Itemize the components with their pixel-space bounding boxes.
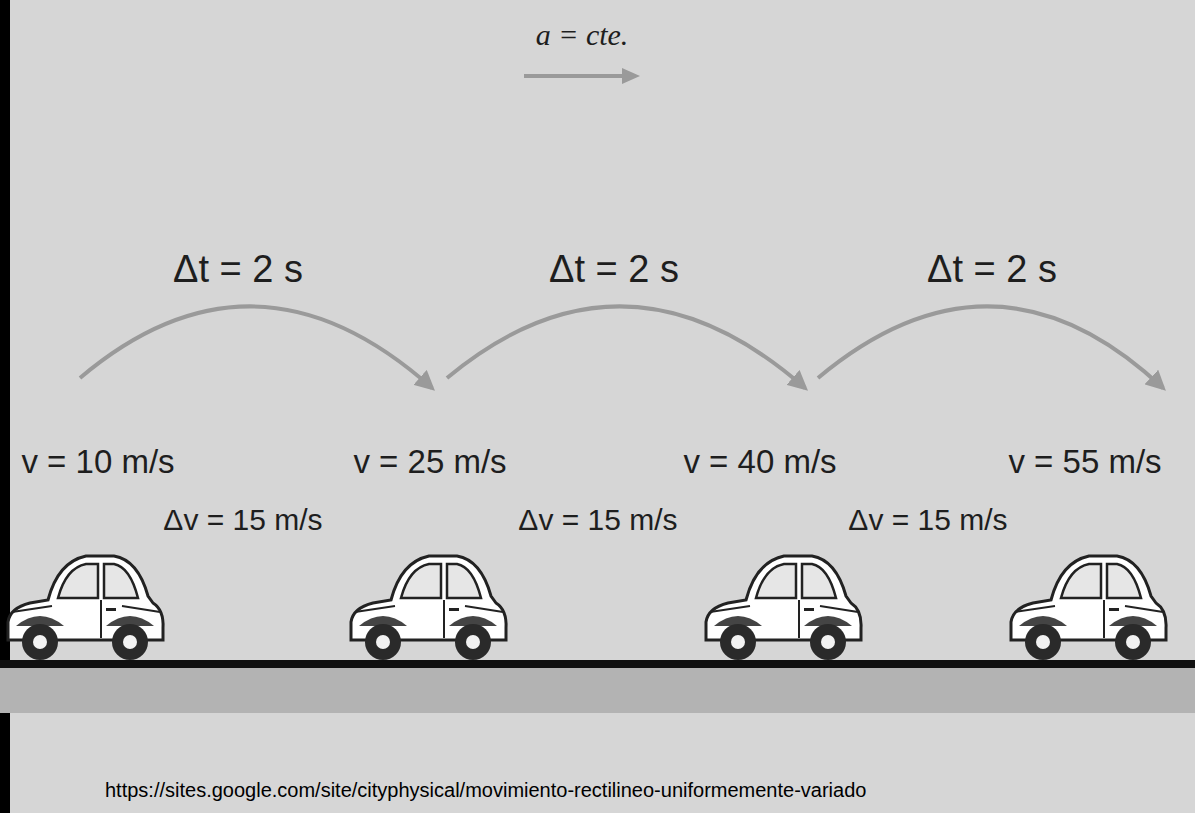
time-interval-label: Δt = 2 s [549, 250, 679, 288]
road-line [0, 660, 1195, 668]
time-arc [80, 306, 432, 388]
time-arcs [80, 306, 1163, 388]
velocity-label: v = 55 m/s [1008, 445, 1161, 478]
velocity-change-label: Δv = 15 m/s [163, 505, 322, 535]
car [706, 556, 861, 660]
time-interval-label: Δt = 2 s [927, 250, 1057, 288]
car [8, 556, 163, 660]
velocity-change-label: Δv = 15 m/s [848, 505, 1007, 535]
time-arc [818, 306, 1163, 388]
velocity-label: v = 10 m/s [21, 445, 174, 478]
car [1011, 556, 1166, 660]
acceleration-label: a = cte. [536, 20, 629, 50]
velocity-change-label: Δv = 15 m/s [518, 505, 677, 535]
time-interval-label: Δt = 2 s [173, 250, 303, 288]
road-band [0, 667, 1195, 713]
source-url: https://sites.google.com/site/cityphysic… [105, 780, 866, 800]
velocity-label: v = 25 m/s [353, 445, 506, 478]
velocity-label: v = 40 m/s [683, 445, 836, 478]
car [351, 556, 506, 660]
time-arc [447, 306, 805, 388]
acceleration-arrow [524, 68, 640, 84]
